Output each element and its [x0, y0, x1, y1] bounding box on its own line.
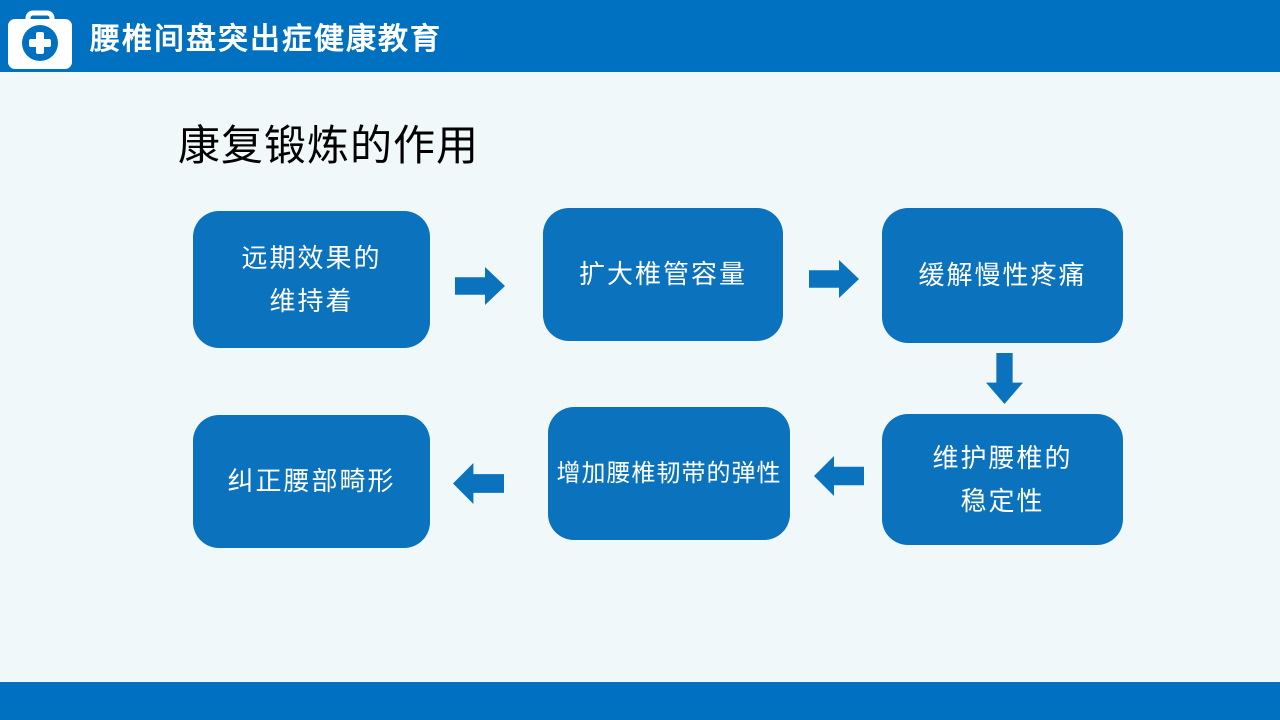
flow-box-text-line: 远期效果的 [241, 242, 382, 273]
arrow-down-icon [986, 353, 1023, 404]
flow-box-text-line: 缓解慢性疼痛 [918, 260, 1087, 290]
flow-box-text-line: 扩大椎管容量 [578, 259, 747, 289]
flow-box-long-term-effect: 远期效果的 维持着 [193, 211, 430, 348]
header-bar: 腰椎间盘突出症健康教育 [0, 0, 1280, 72]
flow-box-text-line: 纠正腰部畸形 [227, 466, 396, 496]
flow-box-text-line: 维持着 [269, 285, 354, 316]
arrow-right-icon [455, 267, 505, 305]
header-title: 腰椎间盘突出症健康教育 [90, 23, 442, 56]
arrow-right-icon [809, 260, 859, 298]
slide-title: 康复锻炼的作用 [178, 122, 480, 169]
flow-box-maintain-lumbar-stability: 维护腰椎的 稳定性 [882, 414, 1123, 545]
flow-box-text-line: 维护腰椎的 [932, 442, 1073, 473]
flow-box-expand-spinal-canal: 扩大椎管容量 [543, 208, 783, 341]
first-aid-kit-icon [8, 6, 72, 70]
arrow-left-icon [814, 456, 864, 496]
arrow-left-icon [453, 463, 504, 504]
flow-box-increase-ligament-elasticity: 增加腰椎韧带的弹性 [548, 407, 790, 540]
flow-box-relieve-chronic-pain: 缓解慢性疼痛 [882, 208, 1123, 343]
footer-bar [0, 682, 1280, 720]
flow-box-correct-lumbar-deformity: 纠正腰部畸形 [193, 415, 430, 548]
flow-box-text-line: 稳定性 [960, 485, 1045, 516]
flow-box-text-line: 增加腰椎韧带的弹性 [556, 460, 782, 487]
